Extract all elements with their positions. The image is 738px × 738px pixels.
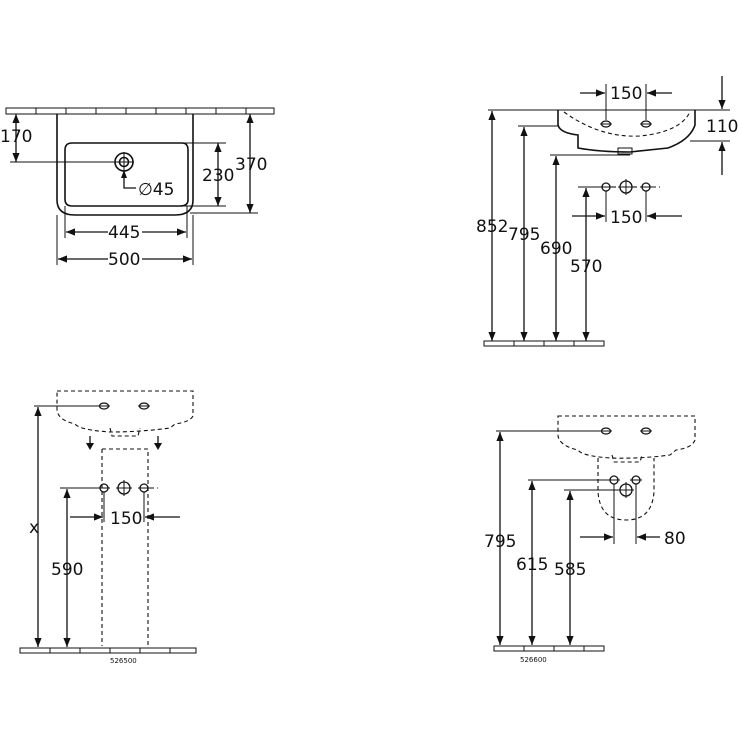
semi-model-code: 526600 xyxy=(520,656,547,664)
dim-615-label: 615 xyxy=(516,555,548,575)
side-tap-hole-left-icon xyxy=(600,120,612,128)
arrow-down-right-icon xyxy=(154,436,162,450)
semi-supply-left-icon xyxy=(608,475,620,485)
pedestal-floor xyxy=(19,647,197,654)
side-tap-hole-right-icon xyxy=(640,120,652,128)
semi-tap-right-icon xyxy=(640,427,652,435)
pedestal-column xyxy=(101,448,149,646)
pedestal-basin-outline xyxy=(56,390,194,433)
dim-795-semi-label: 795 xyxy=(484,532,516,552)
dim-852-label: 852 xyxy=(476,217,508,237)
pedestal-waste-icon xyxy=(116,480,132,496)
dim-170-label: 170 xyxy=(0,127,32,147)
dim-150-pedestal-label: 150 xyxy=(110,509,142,529)
top-wall xyxy=(5,107,275,115)
side-supply-right-icon xyxy=(640,182,652,192)
dim-x-label: x xyxy=(29,518,39,538)
pedestal-view: 150 x 590 526500 xyxy=(19,390,197,665)
side-waste-icon xyxy=(618,179,634,195)
dim-230-label: 230 xyxy=(202,166,234,186)
semi-waste-icon xyxy=(618,482,634,498)
arrow-down-left-icon xyxy=(86,436,94,450)
dim-370-label: 370 xyxy=(235,155,267,175)
side-view: 150 110 150 852 xyxy=(476,76,738,347)
dim-150-top-label: 150 xyxy=(610,84,642,104)
top-view: 170 230 370 ∅45 445 500 xyxy=(0,107,275,270)
side-floor xyxy=(483,340,605,347)
dim-590-label: 590 xyxy=(51,560,83,580)
dim-585-label: 585 xyxy=(554,560,586,580)
pedestal-tap-right-icon xyxy=(138,402,150,410)
tap-hole-icon xyxy=(114,152,134,172)
dim-690-label: 690 xyxy=(540,239,572,259)
dim-80-label: 80 xyxy=(664,529,686,549)
semi-pedestal-shroud xyxy=(597,458,655,521)
dim-diameter-label: ∅45 xyxy=(138,180,174,200)
semi-supply-right-icon xyxy=(630,475,642,485)
side-basin-outline xyxy=(557,110,696,153)
semi-tap-left-icon xyxy=(600,427,612,435)
side-bowl xyxy=(563,111,691,137)
side-supply-left-icon xyxy=(600,182,612,192)
semi-pedestal-view: 80 795 615 585 526600 xyxy=(484,415,696,664)
dim-150-mid-label: 150 xyxy=(610,208,642,228)
dim-445-label: 445 xyxy=(108,223,140,243)
dim-570-label: 570 xyxy=(570,257,602,277)
dim-500-label: 500 xyxy=(108,250,140,270)
semi-basin-outline xyxy=(557,415,696,459)
pedestal-tap-left-icon xyxy=(98,402,110,410)
basin-bowl xyxy=(64,142,189,207)
pedestal-supply-left-icon xyxy=(98,483,110,493)
pedestal-model-code: 526500 xyxy=(110,657,137,665)
dim-795-label: 795 xyxy=(508,225,540,245)
dim-110-label: 110 xyxy=(706,117,738,137)
semi-floor xyxy=(493,645,605,652)
